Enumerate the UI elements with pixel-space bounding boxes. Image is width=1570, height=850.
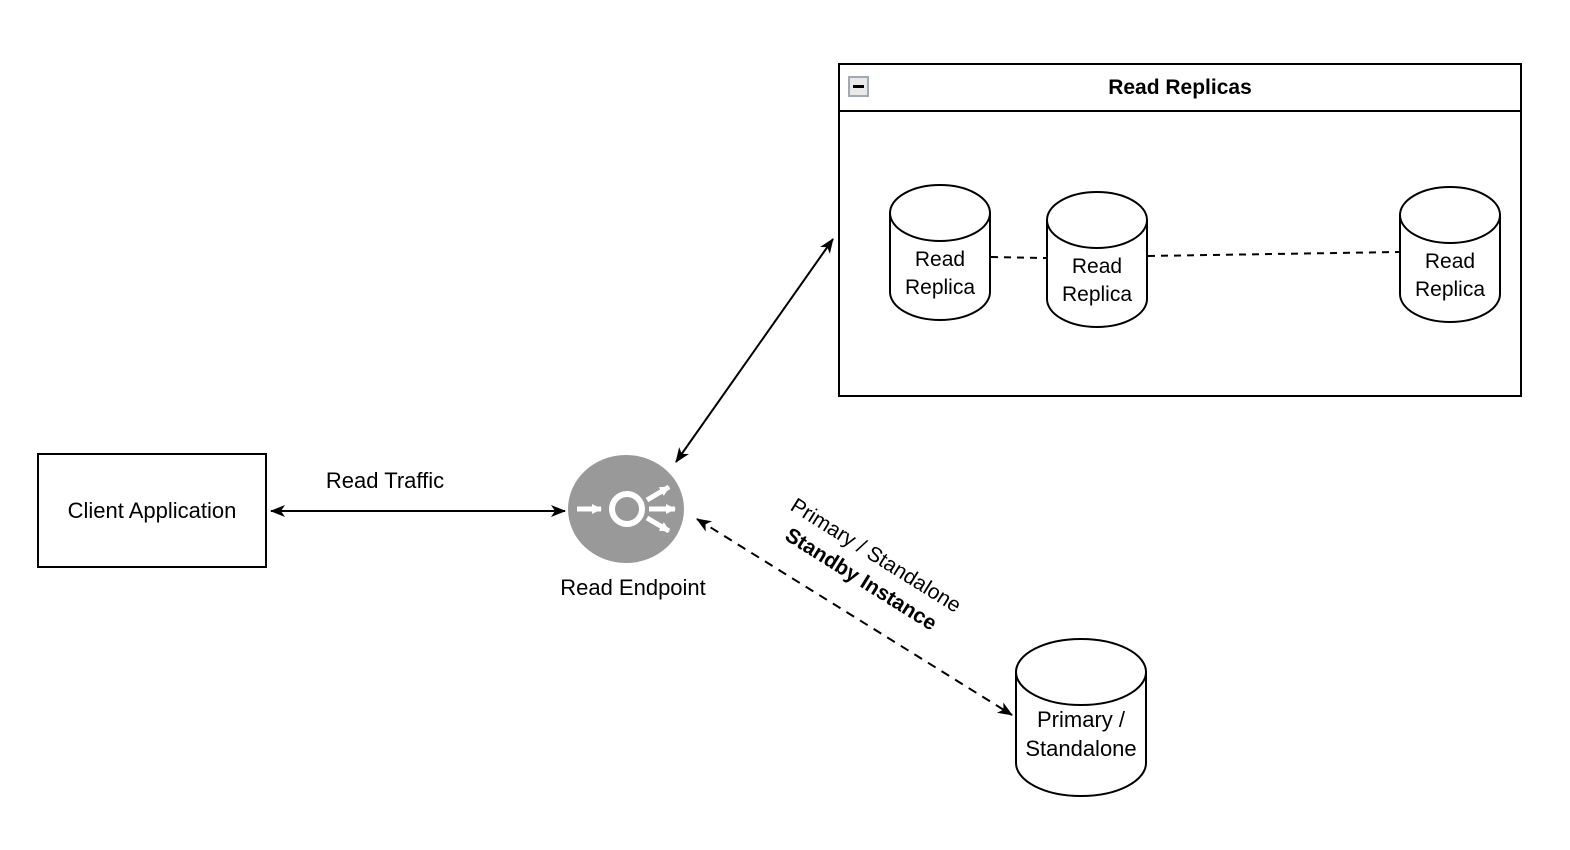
cylinder-top	[1399, 186, 1501, 244]
client-application-label: Client Application	[67, 497, 237, 523]
minus-icon	[853, 85, 864, 88]
cylinder-body	[1015, 671, 1147, 797]
read-replica-node-3[interactable]	[1399, 186, 1501, 323]
read-replica-node-1[interactable]	[889, 184, 991, 321]
read-endpoint-label: Read Endpoint	[560, 575, 706, 600]
primary-standalone-label: Primary / Standalone	[1025, 707, 1137, 762]
cylinder-body	[1399, 214, 1501, 323]
read-endpoint-node[interactable]	[568, 455, 684, 563]
read-replicas-titlebar: Read Replicas	[840, 65, 1520, 112]
edge-replica2-replica3	[1147, 251, 1400, 257]
edge-endpoint-to-primary	[696, 518, 1013, 716]
cylinder-top	[889, 184, 991, 242]
read-replica-node-2[interactable]	[1046, 191, 1148, 328]
cylinder-top	[1015, 638, 1147, 706]
cylinder-body	[889, 212, 991, 321]
read-replica-label-3: Read Replica	[1414, 250, 1486, 301]
primary-standalone-node[interactable]	[1015, 638, 1147, 797]
fan-out-endpoint-icon	[577, 484, 676, 534]
collapse-button[interactable]	[848, 76, 869, 97]
read-replica-label-1: Read Replica	[904, 248, 976, 299]
cylinder-top	[1046, 191, 1148, 249]
read-traffic-label: Read Traffic	[325, 468, 445, 493]
edge-endpoint-to-replicas	[675, 238, 834, 463]
edge-replica1-replica2	[990, 256, 1047, 259]
read-replicas-title: Read Replicas	[1108, 75, 1252, 99]
endpoint-circle	[568, 455, 684, 563]
client-application-node[interactable]: Client Application	[37, 453, 267, 568]
cylinder-body	[1046, 219, 1148, 328]
read-replica-label-2: Read Replica	[1061, 255, 1133, 306]
